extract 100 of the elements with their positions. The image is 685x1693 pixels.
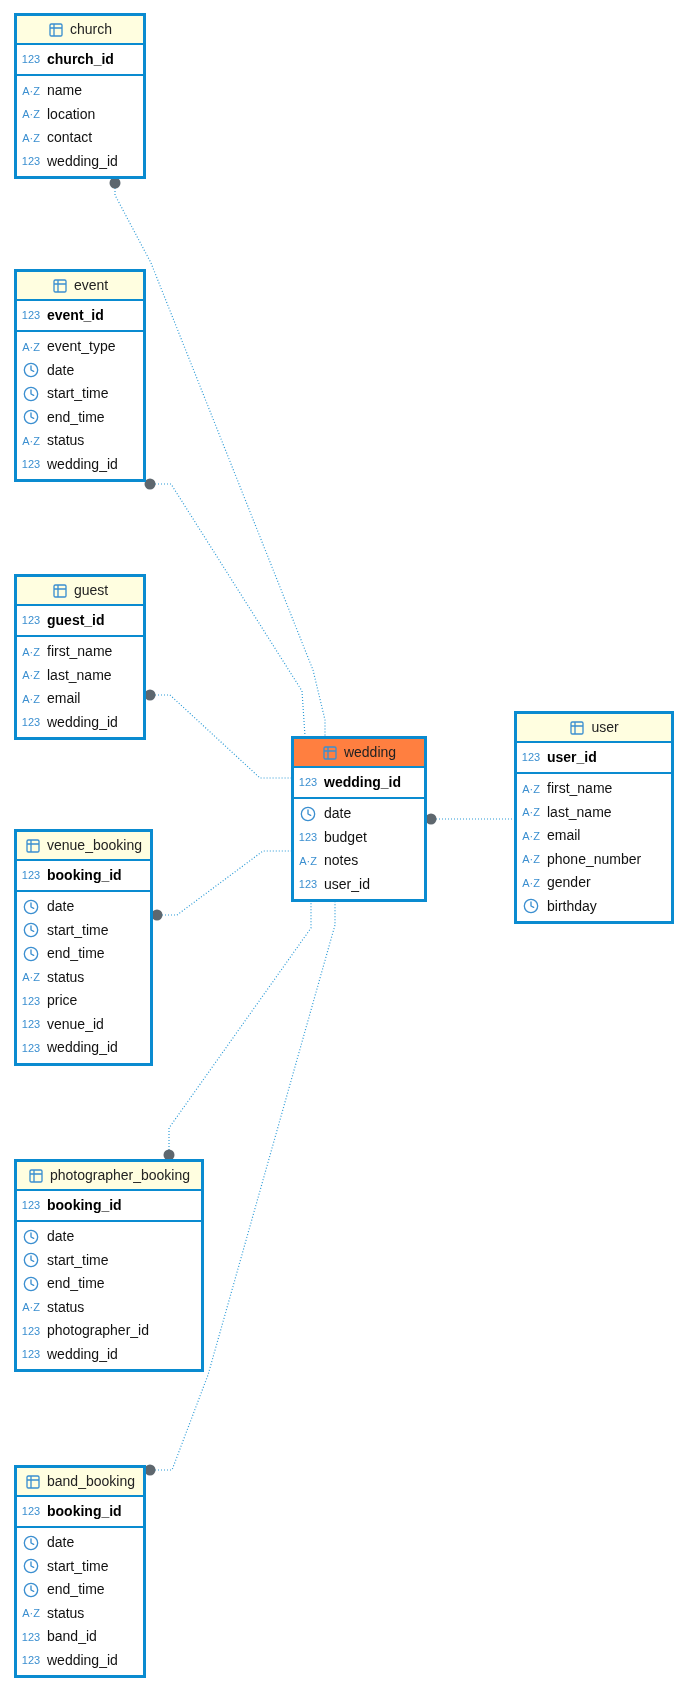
data-type-label: A·Z: [21, 339, 41, 355]
data-type-label: 123: [298, 877, 318, 892]
data-type-label: A·Z: [21, 1606, 41, 1621]
relationship-line: [151, 850, 292, 921]
table-box: [14, 574, 146, 740]
table-name: photographer_booking: [49, 1166, 191, 1185]
column-name: notes: [324, 851, 360, 871]
data-type-label: 123: [21, 1629, 41, 1645]
column-name: email: [47, 689, 82, 709]
column-name: end_time: [47, 407, 106, 427]
data-type-label: A·Z: [521, 852, 541, 867]
column-name: first_name: [47, 642, 114, 662]
column-name: first_name: [547, 779, 614, 799]
table-box: [14, 1465, 146, 1678]
relationship-line: [163, 901, 312, 1161]
data-type-label: A·Z: [521, 828, 541, 844]
column-name: birthday: [547, 896, 598, 916]
data-type-label: 123: [21, 1653, 41, 1668]
data-type-label: 123: [21, 993, 41, 1009]
column-name: contact: [47, 128, 94, 148]
data-type-label: 123: [21, 457, 41, 472]
table-name: venue_booking: [47, 836, 142, 855]
data-type-label: A·Z: [298, 853, 318, 869]
table-name: user: [591, 718, 619, 737]
column-name: start_time: [47, 1250, 110, 1270]
data-type-label: A·Z: [21, 433, 41, 449]
table-box: [291, 736, 427, 902]
data-type-label: A·Z: [521, 875, 541, 891]
data-type-label: 123: [21, 868, 41, 884]
column-name: name: [47, 81, 84, 101]
data-type-label: A·Z: [21, 691, 41, 707]
data-type-label: 123: [21, 1198, 41, 1214]
column-name: date: [47, 1533, 76, 1553]
relationship-line: [425, 813, 515, 825]
data-type-label: 123: [298, 775, 318, 791]
column-name: event_type: [47, 337, 117, 357]
primary-key-name: wedding_id: [324, 773, 402, 792]
column-name: wedding_id: [47, 1344, 119, 1364]
column-name: date: [324, 804, 353, 824]
column-name: wedding_id: [47, 1650, 119, 1670]
column-name: end_time: [47, 944, 106, 964]
primary-key-name: church_id: [47, 50, 115, 69]
data-type-label: 123: [21, 1323, 41, 1339]
table-box: [514, 711, 674, 924]
column-name: venue_id: [47, 1014, 105, 1034]
relationship-line: [109, 177, 326, 737]
data-type-label: A·Z: [21, 1300, 41, 1315]
table-name: guest: [73, 581, 109, 600]
column-name: end_time: [47, 1580, 106, 1600]
column-name: status: [47, 1297, 86, 1317]
column-name: price: [47, 991, 79, 1011]
data-type-label: A·Z: [21, 970, 41, 985]
column-name: user_id: [324, 874, 371, 894]
column-name: status: [47, 431, 86, 451]
data-type-label: A·Z: [21, 644, 41, 660]
table-box: [14, 1159, 204, 1372]
table-box: [14, 269, 146, 482]
data-type-label: 123: [21, 1017, 41, 1032]
primary-key-name: booking_id: [47, 1502, 123, 1521]
column-name: last_name: [547, 802, 613, 822]
table-name: wedding: [343, 743, 397, 762]
column-name: wedding_id: [47, 1038, 119, 1058]
column-name: gender: [547, 873, 592, 893]
data-type-label: 123: [21, 1504, 41, 1520]
primary-key-name: guest_id: [47, 611, 106, 630]
relationship-line: [144, 689, 292, 779]
column-name: email: [547, 826, 582, 846]
data-type-label: A·Z: [21, 83, 41, 99]
column-name: phone_number: [547, 849, 643, 869]
column-name: wedding_id: [47, 454, 119, 474]
data-type-label: 123: [21, 52, 41, 68]
primary-key-name: booking_id: [47, 866, 123, 885]
table-name: event: [73, 276, 109, 295]
table-box: [14, 13, 146, 179]
column-name: start_time: [47, 384, 110, 404]
data-type-label: 123: [298, 830, 318, 845]
data-type-label: A·Z: [21, 107, 41, 122]
column-name: date: [47, 360, 76, 380]
column-name: band_id: [47, 1627, 98, 1647]
column-name: location: [47, 104, 97, 124]
primary-key-name: booking_id: [47, 1196, 123, 1215]
data-type-label: A·Z: [521, 781, 541, 797]
data-type-label: 123: [21, 1347, 41, 1362]
data-type-label: 123: [21, 154, 41, 169]
data-type-label: 123: [21, 308, 41, 324]
column-name: date: [47, 1227, 76, 1247]
data-type-label: A·Z: [521, 805, 541, 820]
relationship-line: [144, 901, 336, 1476]
column-name: date: [47, 897, 76, 917]
column-name: last_name: [47, 665, 113, 685]
data-type-label: 123: [21, 715, 41, 730]
data-type-label: A·Z: [21, 668, 41, 683]
table-name: band_booking: [47, 1472, 135, 1491]
column-name: start_time: [47, 1556, 110, 1576]
data-type-label: 123: [521, 750, 541, 766]
primary-key-name: user_id: [547, 748, 598, 767]
data-type-label: 123: [21, 1040, 41, 1056]
relationship-line: [144, 478, 306, 737]
table-name: church: [70, 20, 112, 39]
column-name: start_time: [47, 920, 110, 940]
